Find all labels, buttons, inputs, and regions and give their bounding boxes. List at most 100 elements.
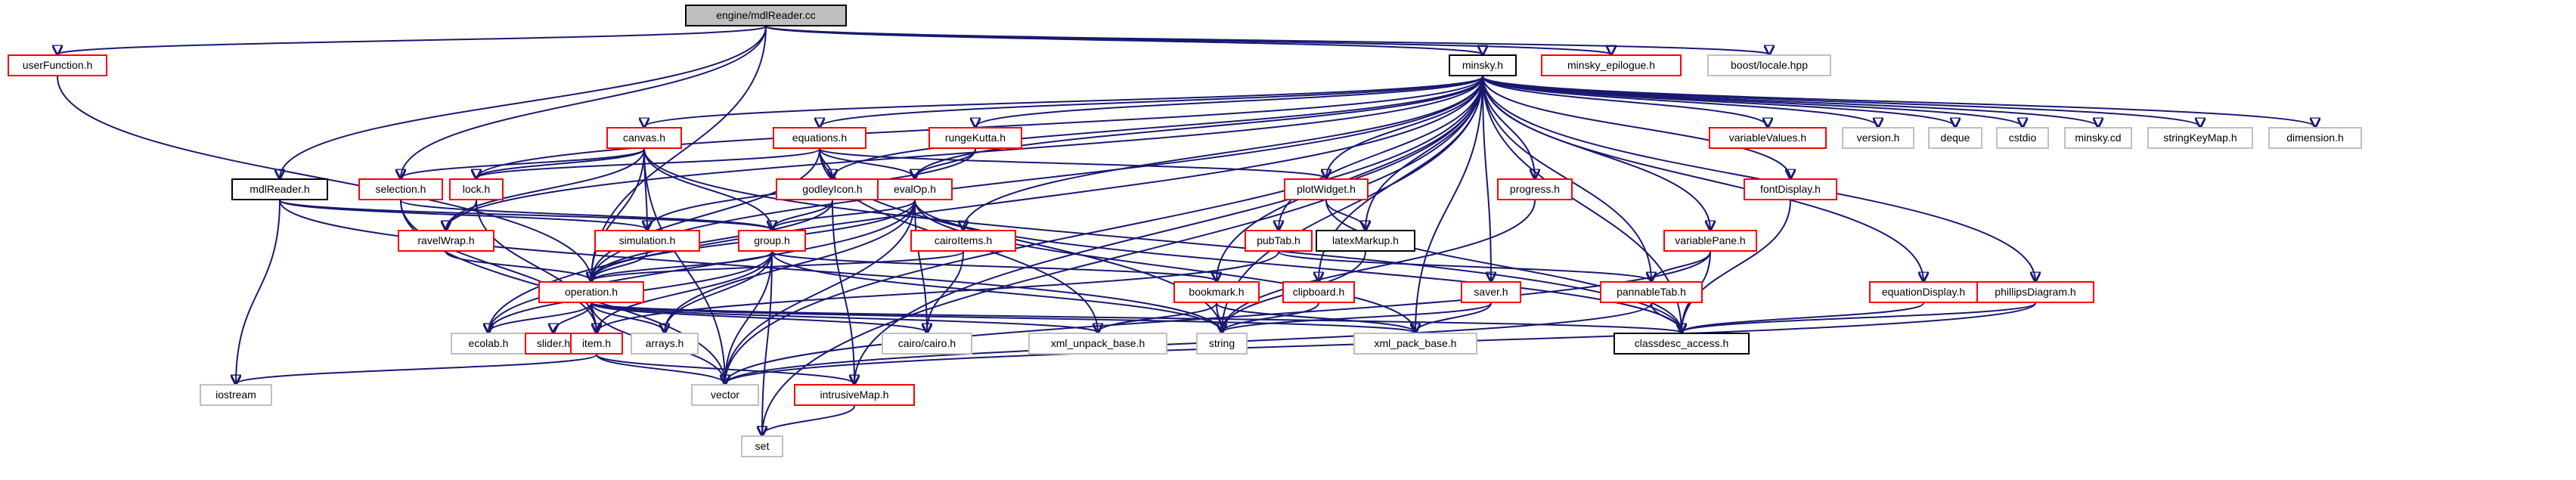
edge-pannableTab-to-vector [725,302,1652,384]
node-cairo-cairo-h[interactable]: cairo/cairo.h [882,333,972,355]
node-saver-h[interactable]: saver.h [1461,281,1521,303]
node-ecolab-h[interactable]: ecolab.h [451,333,526,355]
edge-bookmark-to-xmlUnpack [1098,302,1217,333]
node-deque[interactable]: deque [1928,127,1982,149]
edge-operation-to-classdesc [591,302,1682,333]
node-item-h[interactable]: item.h [570,333,623,355]
node-xml-pack-base-h[interactable]: xml_pack_base.h [1353,333,1477,355]
edge-godleyIcon-to-operation [591,200,833,281]
edge-pannableTab-to-classdesc [1651,302,1682,333]
edge-minsky-to-vector [725,76,1483,384]
edge-evalOp-to-classdesc [914,200,1682,333]
node-variablepane-h[interactable]: variablePane.h [1663,230,1757,252]
edge-canvas-to-lock [476,148,645,178]
node-progress-h[interactable]: progress.h [1497,178,1573,200]
node-selection-h[interactable]: selection.h [358,178,443,200]
edge-equations-to-lock [476,148,820,178]
node-ravelwrap-h[interactable]: ravelWrap.h [398,230,494,252]
node-pubtab-h[interactable]: pubTab.h [1245,230,1313,252]
node-cairoitems-h[interactable]: cairoItems.h [910,230,1016,252]
edge-progress-to-string [1222,200,1536,333]
node-version-h[interactable]: version.h [1842,127,1914,149]
node-equationdisplay-h[interactable]: equationDisplay.h [1869,281,1978,303]
node-group-h[interactable]: group.h [738,230,806,252]
edge-selection-to-item [400,200,597,333]
edge-evalOp-to-cairoCairo [914,200,927,333]
node-pannabletab-h[interactable]: pannableTab.h [1600,281,1703,303]
edge-godleyIcon-to-intrusiveMap [832,200,854,384]
node-phillipsdiagram-h[interactable]: phillipsDiagram.h [1976,281,2094,303]
edge-group-to-bookmark [771,251,1217,281]
edge-mdlReaderCc-to-mdlReaderH [280,26,767,178]
edge-canvas-to-selection [401,148,645,178]
node-operation-h[interactable]: operation.h [538,281,644,303]
node-iostream[interactable]: iostream [200,384,272,406]
node-stringkeymap-h[interactable]: stringKeyMap.h [2147,127,2253,149]
edge-mdlReaderCc-to-boostLocale [765,26,1769,54]
node-minsky-epilogue-h[interactable]: minsky_epilogue.h [1541,54,1682,76]
node-vector[interactable]: vector [691,384,759,406]
node-engine-mdlreader-cc[interactable]: engine/mdlReader.cc [685,5,847,26]
node-equations-h[interactable]: equations.h [773,127,866,149]
node-latexmarkup-h[interactable]: latexMarkup.h [1316,230,1415,252]
edge-mdlReaderH-to-simulation [279,200,647,230]
node-intrusivemap-h[interactable]: intrusiveMap.h [794,384,915,406]
edge-mdlReaderCc-to-minsky [765,26,1483,54]
edge-mdlReaderH-to-group [279,200,772,230]
node-rungekutta-h[interactable]: rungeKutta.h [928,127,1022,149]
node-dimension-h[interactable]: dimension.h [2268,127,2362,149]
edge-group-to-set [762,251,773,435]
edge-lock-to-ravelWrap [446,200,477,230]
edge-group-to-string [771,251,1222,333]
edge-equations-to-plotWidget [819,148,1326,178]
edge-bookmark-to-xmlPack [1216,302,1415,333]
edge-item-to-vector [596,354,725,384]
node-godleyicon-h[interactable]: godleyIcon.h [776,178,889,200]
edge-evalOp-to-vector [725,200,916,384]
edge-minsky-to-cairoItems [963,76,1483,230]
node-minsky-h[interactable]: minsky.h [1449,54,1517,76]
edge-minsky-to-equations [820,76,1483,127]
node-clipboard-h[interactable]: clipboard.h [1282,281,1355,303]
node-variablevalues-h[interactable]: variableValues.h [1709,127,1827,149]
node-lock-h[interactable]: lock.h [449,178,504,200]
node-arrays-h[interactable]: arrays.h [631,333,699,355]
edge-canvas-to-group [643,148,772,230]
edge-variablePane-to-vector [725,251,1711,384]
edge-plotWidget-to-classdesc [1325,200,1682,333]
node-string[interactable]: string [1196,333,1248,355]
node-fontdisplay-h[interactable]: fontDisplay.h [1744,178,1837,200]
node-set[interactable]: set [741,435,783,457]
edge-minsky-to-godleyIcon [832,76,1483,178]
edge-canvas-to-operation [591,148,645,281]
node-classdesc-access-h[interactable]: classdesc_access.h [1613,333,1750,355]
node-plotwidget-h[interactable]: plotWidget.h [1284,178,1369,200]
edge-mdlReaderH-to-iostream [236,200,281,384]
edge-intrusiveMap-to-set [762,405,855,435]
node-simulation-h[interactable]: simulation.h [594,230,700,252]
edge-evalOp-to-ecolab [488,200,916,333]
edge-minsky-to-xmlPack [1415,76,1483,333]
edge-canvas-to-ravelWrap [446,148,645,230]
node-mdlreader-h[interactable]: mdlReader.h [231,178,328,200]
edge-minsky-to-canvas [644,76,1483,127]
node-minsky-cd[interactable]: minsky.cd [2064,127,2132,149]
edge-minsky-to-equationDisplay [1482,76,1923,281]
edge-selection-to-group [400,200,772,230]
node-bookmark-h[interactable]: bookmark.h [1173,281,1260,303]
edge-minsky-to-fontDisplay [1482,76,1790,178]
node-evalop-h[interactable]: evalOp.h [877,178,953,200]
edge-minsky-to-ravelWrap [446,76,1483,230]
edge-minsky-to-variableValues [1482,76,1768,127]
node-boost-locale-hpp[interactable]: boost/locale.hpp [1707,54,1831,76]
edge-equations-to-operation [591,148,820,281]
edge-operation-to-arrays [591,302,665,333]
edge-cairoItems-to-operation [591,251,964,281]
edge-clipboard-to-string [1222,302,1319,333]
node-userfunction-h[interactable]: userFunction.h [8,54,107,76]
edge-operation-to-ecolab [488,302,592,333]
node-xml-unpack-base-h[interactable]: xml_unpack_base.h [1028,333,1167,355]
node-canvas-h[interactable]: canvas.h [606,127,682,149]
edge-group-to-arrays [665,251,773,333]
node-cstdio[interactable]: cstdio [1996,127,2049,149]
